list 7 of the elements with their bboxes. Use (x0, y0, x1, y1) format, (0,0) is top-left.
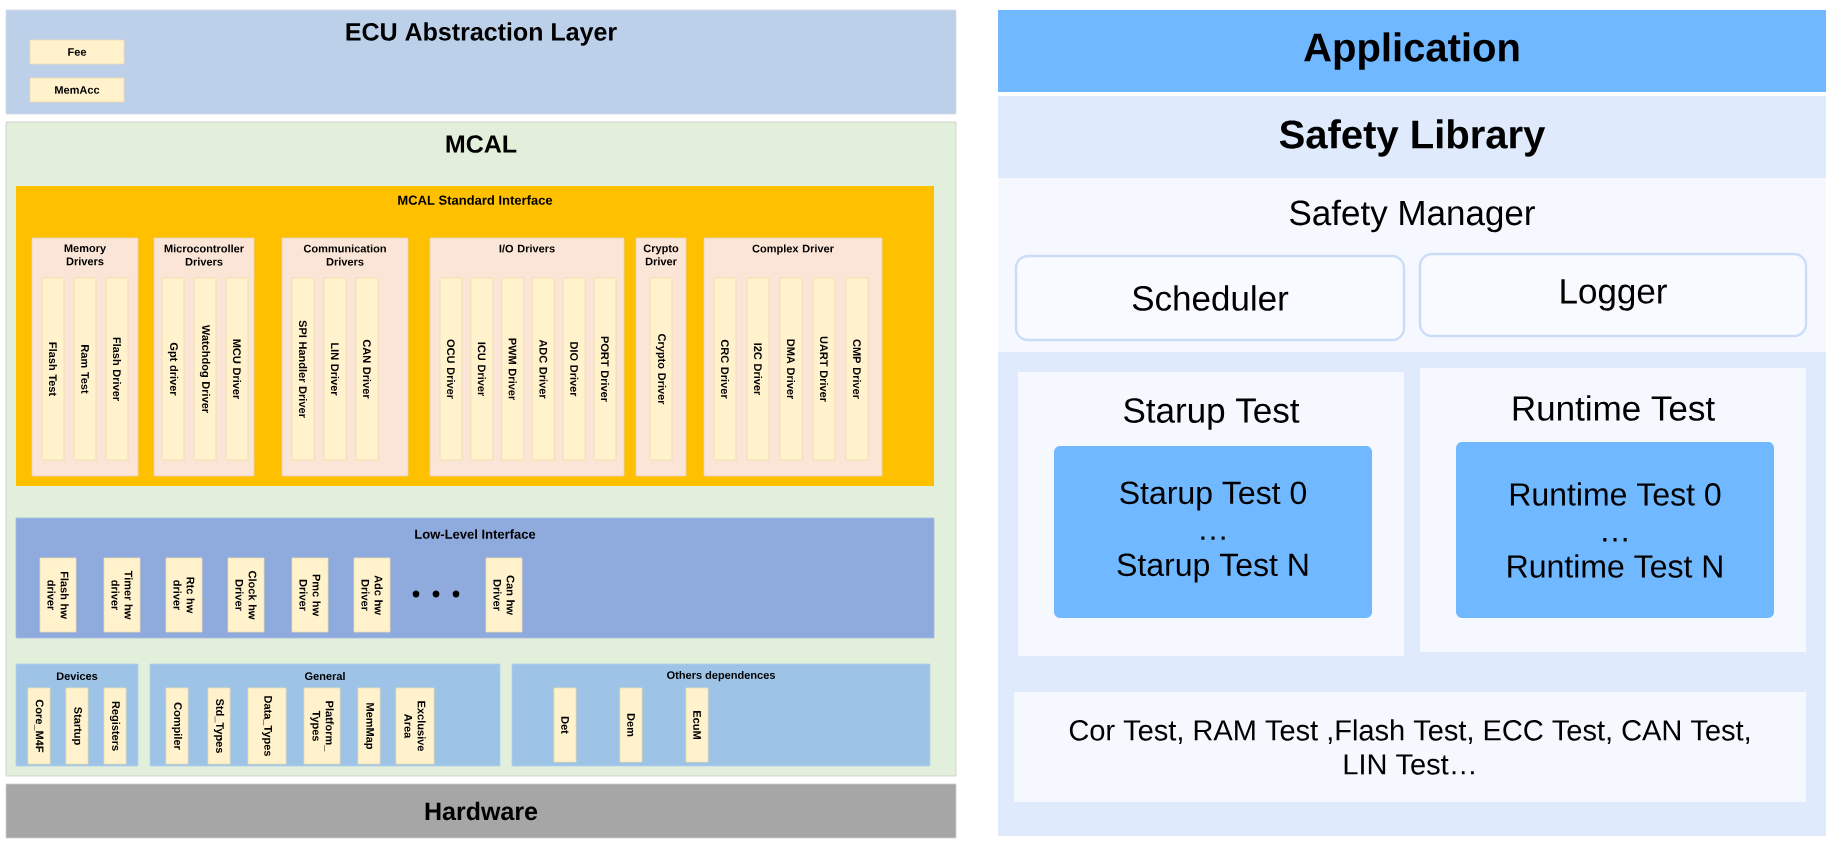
test-list-box: Cor Test, RAM Test ,Flash Test, ECC Test, CAN Test, LIN Test… (1014, 692, 1806, 802)
layer-panel: Hardware (5, 783, 957, 839)
test-box: Runtime Test 0 … Runtime Test N (1456, 442, 1775, 618)
layer-panel: Application (998, 10, 1826, 92)
test-box: Starup Test 0 … Starup Test N (1054, 446, 1372, 618)
component-box: Scheduler (1014, 254, 1406, 342)
component-box: Logger (1418, 252, 1808, 338)
